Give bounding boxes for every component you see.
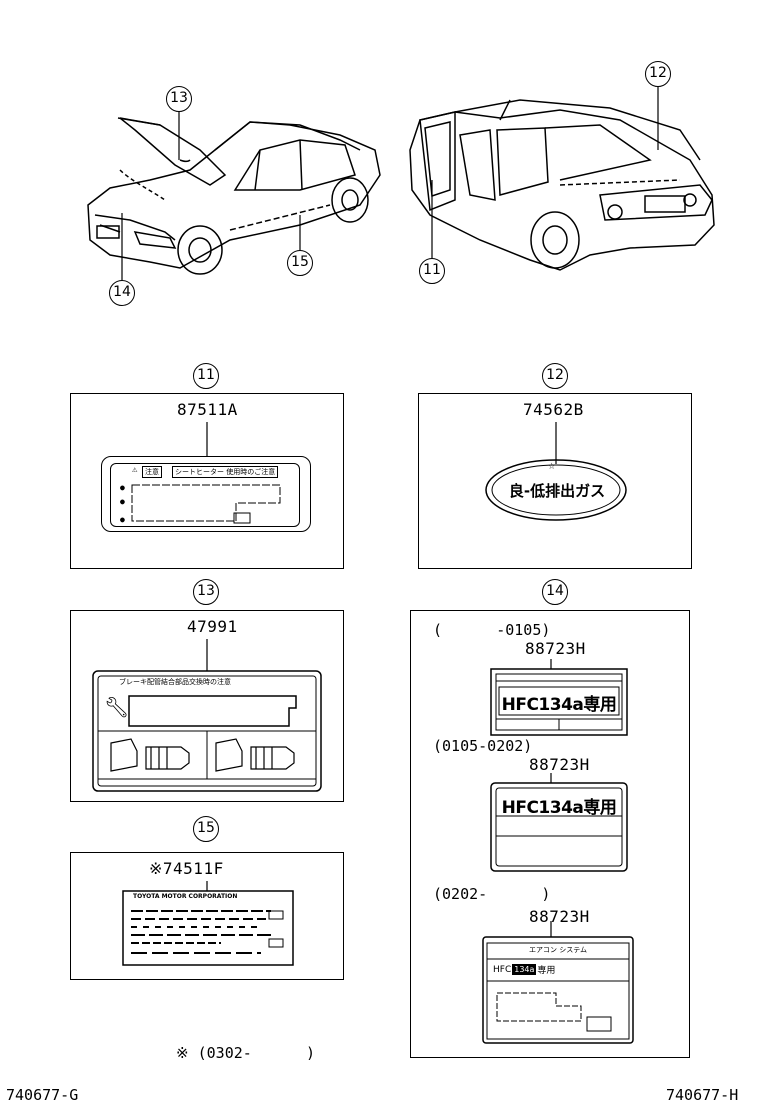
bullet-icon: ● (120, 497, 125, 506)
variant-2-date: (0105-0202) (433, 737, 533, 755)
callout-14: 14 (109, 280, 135, 306)
warning-triangle-icon: ⚠ (132, 465, 138, 475)
variant-3-header: エアコン システム (528, 946, 587, 954)
panel-13-lines (92, 639, 322, 792)
panel-15-part-number: ※74511F (149, 859, 224, 878)
panel-15-number: 15 (193, 816, 219, 842)
variant-3-hfc-suffix: 専用 (537, 966, 556, 976)
callout-11: 11 (419, 258, 445, 284)
panel-11: 87511A 注意 ⚠ シートヒーター 使用時のご注意 ● ● ● (70, 393, 344, 569)
panel-15-lines (122, 881, 294, 966)
variant-3-hfc-prefix: HFC (493, 964, 512, 975)
variant-1-part-number: 88723H (525, 639, 586, 658)
seat-heater-label: 注意 ⚠ シートヒーター 使用時のご注意 ● ● ● (101, 456, 311, 532)
panel-14-lines (482, 659, 634, 1044)
footnote: ※ (0302- ) (176, 1044, 315, 1062)
warning-title: シートヒーター 使用時のご注意 (172, 466, 279, 478)
panel-14: ( -0105) 88723H HFC134a専用 (0105-0202) 88… (410, 610, 690, 1058)
brake-label-header: ブレーキ配管結合部品交換時の注意 (119, 678, 231, 686)
variant-2-hfc-text: HFC134a専用 (501, 798, 617, 818)
variant-3-hfc-mid: 134a (512, 964, 537, 975)
panel-13: 47991 ブレーキ配管結合部品交換時の注意 🔧︎ (70, 610, 344, 802)
panel-12: 74562B ☆ 良-低排出ガス (418, 393, 692, 569)
panel-14-number: 14 (542, 579, 568, 605)
brake-fitting-drawings (110, 738, 295, 772)
callout-12: 12 (645, 61, 671, 87)
bullet-icon: ● (120, 515, 125, 524)
rear-car-illustration (409, 99, 715, 271)
panel-11-number: 11 (193, 363, 219, 389)
panel-11-part-number: 87511A (177, 400, 238, 419)
wrench-icon: 🔧︎ (104, 695, 130, 719)
panel-12-lines (485, 422, 627, 521)
low-emission-text: 良-低排出ガス (508, 482, 606, 500)
variant-3-part-number: 88723H (529, 907, 590, 926)
front-callout-leaders (121, 111, 301, 280)
rear-callout-leaders (431, 87, 659, 258)
variant-1-date: ( -0105) (433, 621, 551, 639)
variant-2-part-number: 88723H (529, 755, 590, 774)
figure-code-left: 740677-G (6, 1086, 79, 1104)
panel-11-lines (206, 422, 208, 456)
panel-12-part-number: 74562B (523, 400, 584, 419)
panel-12-number: 12 (542, 363, 568, 389)
vehicle-label-header: TOYOTA MOTOR CORPORATION (133, 893, 238, 900)
variant-3-date: (0202- ) (433, 885, 551, 903)
callout-13: 13 (166, 86, 192, 112)
panel-13-number: 13 (193, 579, 219, 605)
warning-symbol-text: 注意 (142, 466, 162, 478)
panel-13-part-number: 47991 (187, 617, 238, 636)
variant-1-hfc-text: HFC134a専用 (501, 695, 617, 715)
panel-15: ※74511F TOYOTA MOTOR CORPORATION (70, 852, 344, 980)
bullet-icon: ● (120, 483, 125, 492)
figure-code-right: 740677-H (666, 1086, 739, 1104)
callout-15: 15 (287, 250, 313, 276)
front-car-illustration (87, 117, 381, 275)
star-icon: ☆ (548, 458, 556, 472)
variant-3-hfc-row: HFC 134a 専用 (493, 963, 555, 976)
